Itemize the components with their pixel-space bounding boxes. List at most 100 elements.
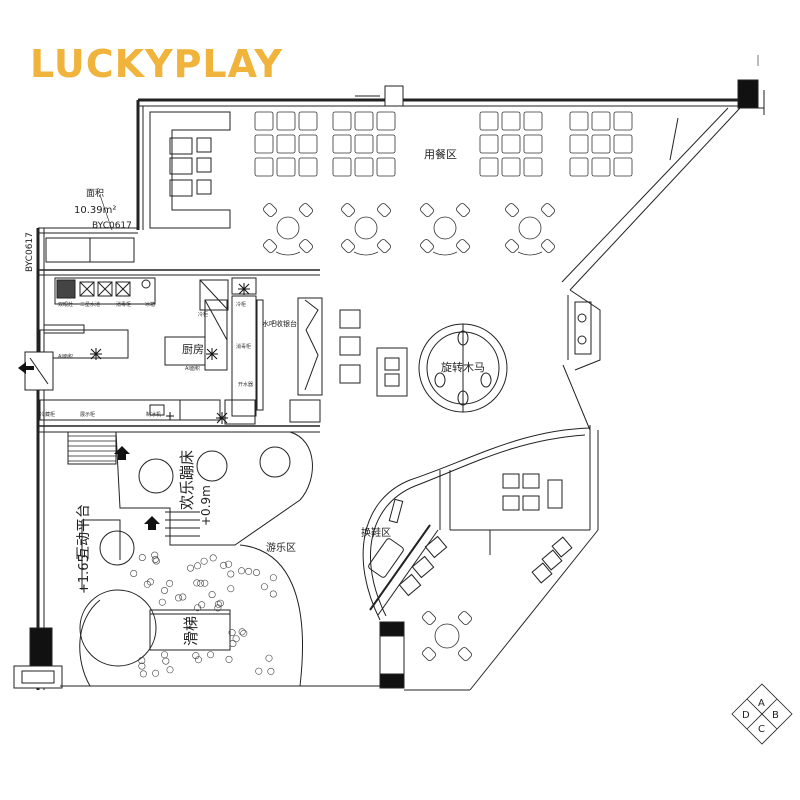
shoe-chair-2 <box>411 555 435 579</box>
sink-1-x2 <box>79 281 95 297</box>
sink-2-x2 <box>97 281 113 297</box>
shoe-chair-3 <box>398 573 422 597</box>
ball-43 <box>158 598 166 606</box>
kitchen-dishwasher <box>179 399 221 421</box>
kitchen-label-12: 冷藏柜 <box>40 411 55 418</box>
ball-60 <box>253 568 261 576</box>
arrow-up-2 <box>144 516 160 530</box>
star-1 <box>90 348 102 360</box>
round-chair-2-1 <box>341 203 355 217</box>
right-chair-2 <box>541 549 563 571</box>
code-top: BYC0617 <box>92 221 132 231</box>
dining-seat-9 <box>298 157 318 177</box>
ball-19 <box>208 591 216 599</box>
round-chair-3-2 <box>456 203 470 217</box>
right-display-dot-2 <box>577 335 587 345</box>
slide-label: 滑梯 <box>182 616 200 646</box>
right-pillar-niche <box>569 289 601 371</box>
shoes-label: 换鞋区 <box>361 526 391 539</box>
ball-14 <box>269 574 277 582</box>
ball-7 <box>225 560 233 568</box>
area-leader <box>99 194 113 231</box>
logo-text: LUCKYPLAY <box>30 42 283 86</box>
dining-seat-33 <box>591 157 611 177</box>
kitchen-label: 厨房 <box>182 343 204 356</box>
kitchen-freezer <box>204 299 228 371</box>
ball-65 <box>245 567 253 575</box>
booth-sofa <box>149 111 231 229</box>
round-chair-2-3 <box>341 239 355 253</box>
shoe-bench-diag-2 <box>377 529 439 616</box>
dining-seat-34 <box>613 111 633 131</box>
booth-chair-3 <box>196 179 212 195</box>
ball-67 <box>220 561 228 569</box>
dining-seat-16 <box>376 111 396 131</box>
ball-59 <box>207 651 215 659</box>
diag-accent <box>669 117 679 161</box>
bottom-door-foot <box>379 673 405 689</box>
round-table-3 <box>433 216 457 240</box>
round-chair-1-2 <box>299 203 313 217</box>
kitchen-label-3: 消毒柜 <box>116 301 131 308</box>
round-chair-3-4 <box>456 239 470 253</box>
play-stairs <box>67 431 117 465</box>
right-chair-3 <box>531 562 553 584</box>
ball-26 <box>240 629 248 637</box>
round-chair-1-1 <box>263 203 277 217</box>
carousel-horse-2 <box>457 390 469 406</box>
trampoline-label: 欢乐蹦床 <box>178 450 196 510</box>
right-display-dot-1 <box>577 313 587 323</box>
round-chair-1-4 <box>299 239 313 253</box>
shoe-bench-diag <box>369 524 431 611</box>
dining-seat-17 <box>376 134 396 154</box>
right-middle-wall <box>562 364 591 431</box>
right-table-chair-4 <box>522 495 540 511</box>
arrow-up-1 <box>114 446 130 460</box>
center-seat-1 <box>339 309 361 329</box>
kitchen-labels: 双眼灶三星水池消毒柜冰箱冷柜冷柜开水器AI面积AI面积消毒柜制冰机冷藏柜展示柜 <box>40 301 253 418</box>
kitchen-fixture <box>141 279 151 289</box>
round-chair-4-3 <box>505 239 519 253</box>
round-chair-4-2 <box>541 203 555 217</box>
dining-seat-30 <box>569 157 589 177</box>
bar-back-cabinet <box>231 295 257 417</box>
curved-partition <box>362 427 591 621</box>
compass <box>731 683 793 745</box>
ball-64 <box>161 586 169 594</box>
booth-table-1 <box>169 137 193 155</box>
kitchen-counter-top <box>54 277 156 305</box>
dining-seat-8 <box>298 134 318 154</box>
dining-seat-13 <box>354 111 374 131</box>
kitchen-label-10: 消毒柜 <box>236 343 251 350</box>
ball-27 <box>146 578 154 586</box>
shoe-round-chair-4 <box>458 647 472 661</box>
center-seat-2 <box>339 336 361 356</box>
ball-22 <box>138 662 146 670</box>
ball-pit <box>130 551 277 678</box>
bottom-door-head <box>379 621 405 637</box>
dining-seat-4 <box>276 111 296 131</box>
right-table-chair-1 <box>502 473 520 489</box>
bar-label: 水吧收银台 <box>262 319 297 328</box>
left-door-arrow <box>18 362 34 374</box>
kitchen-shelf <box>43 324 85 334</box>
ball-31 <box>269 590 277 598</box>
dining-seat-1 <box>254 111 274 131</box>
curved-partition-inner <box>369 434 586 617</box>
slide-tower <box>79 589 157 667</box>
shoe-round-chair-1 <box>422 611 436 625</box>
compass-line-2 <box>746 698 778 730</box>
ball-53 <box>130 569 138 577</box>
right-table-chair-3 <box>502 495 520 511</box>
kitchen-label-6: 冷柜 <box>198 311 208 318</box>
dining-seat-31 <box>591 111 611 131</box>
dining-seat-12 <box>332 157 352 177</box>
bottom-left-entry <box>13 665 63 689</box>
dining-seat-2 <box>254 134 274 154</box>
ball-30 <box>228 629 236 637</box>
ball-23 <box>162 657 170 665</box>
ball-47 <box>214 604 222 612</box>
dining-seat-3 <box>254 157 274 177</box>
compass-a: A <box>758 698 765 709</box>
